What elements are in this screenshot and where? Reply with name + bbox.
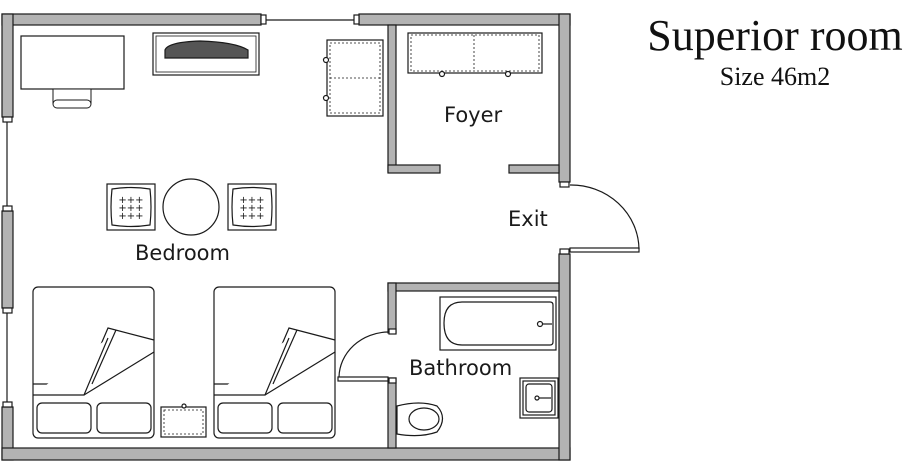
title-block: Superior room Size 46m2 [630, 10, 917, 92]
window-left-upper [2, 116, 13, 212]
wall-bath-top [387, 282, 560, 292]
bed-left [32, 286, 155, 439]
wall-foyer-bottom-left [387, 164, 441, 174]
tv [152, 32, 260, 76]
wall-left-top [1, 13, 14, 118]
window-top [260, 14, 360, 25]
wall-top-left [1, 13, 262, 26]
label-foyer: Foyer [444, 103, 503, 127]
wall-bath-left-bottom [387, 377, 397, 449]
label-bathroom: Bathroom [409, 356, 513, 380]
wall-bath-left-top [387, 282, 397, 334]
wall-right-bottom [558, 253, 571, 461]
svg-text:+++: +++ [239, 211, 264, 222]
nightstand [160, 403, 207, 438]
room-size: Size 46m2 [719, 62, 831, 91]
svg-text:+++: +++ [239, 203, 264, 214]
wall-right-top [558, 13, 571, 183]
bathroom-door [337, 328, 397, 384]
round-table [162, 178, 220, 236]
svg-text:+++: +++ [118, 203, 143, 214]
wall-top-right [358, 13, 571, 26]
wall-left-middle [1, 210, 14, 309]
sink [519, 377, 559, 419]
armchair-right: +++ +++ +++ [227, 183, 277, 231]
window-left-lower [2, 307, 13, 408]
armchair-left: +++ +++ +++ [106, 183, 156, 231]
desk [20, 35, 125, 90]
svg-text:+++: +++ [118, 211, 143, 222]
label-bedroom: Bedroom [135, 241, 230, 265]
wardrobe [322, 39, 384, 117]
toilet [396, 402, 444, 437]
wall-foyer-bottom-right [508, 164, 560, 174]
desk-chair [52, 88, 92, 109]
wall-foyer-left [387, 24, 397, 173]
wall-bottom [1, 447, 571, 461]
entry-door [559, 181, 640, 255]
bathtub [439, 296, 557, 351]
svg-text:+++: +++ [118, 195, 143, 206]
label-exit: Exit [508, 207, 548, 231]
svg-text:+++: +++ [239, 195, 264, 206]
foyer-closet [407, 32, 543, 78]
page-title: Superior room [647, 11, 903, 60]
bed-right [213, 286, 336, 439]
